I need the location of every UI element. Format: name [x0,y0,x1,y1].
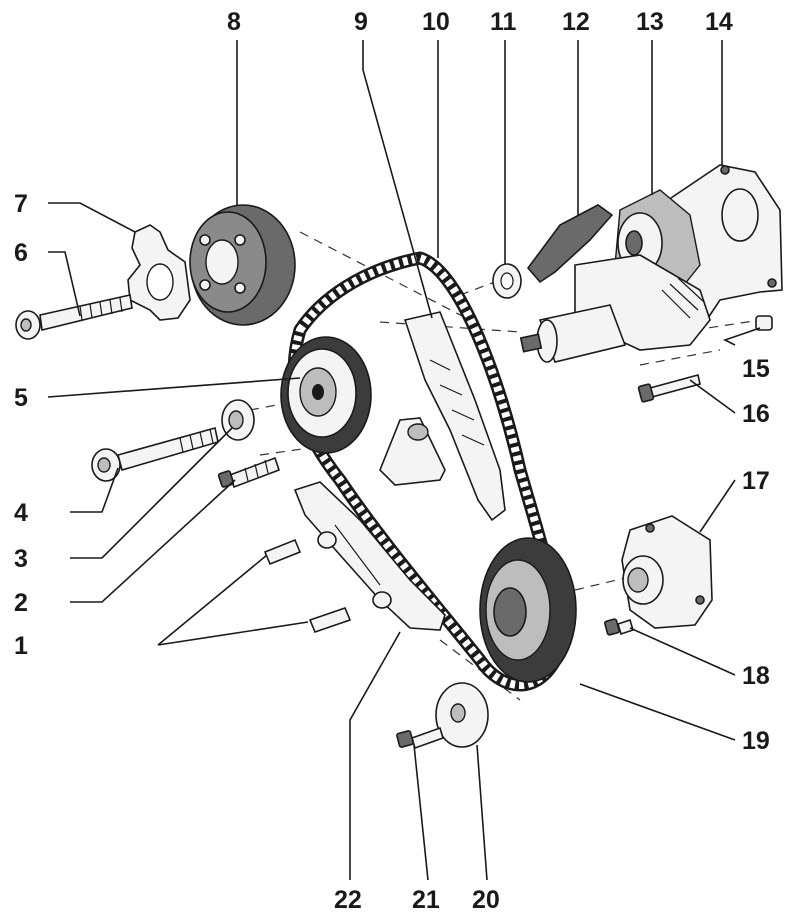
callout-1: 1 [14,632,28,660]
callout-3: 3 [14,545,28,573]
part-5-camshaft-sprocket [280,336,372,454]
callout-7: 7 [14,190,28,218]
part-20-thrust-washer [435,682,489,748]
part-19-crankshaft-sprocket [479,537,577,683]
part-2-bolt [217,456,281,489]
part-9-guide-rail [379,311,506,522]
leader-lines [47,40,761,881]
solenoid-valve [519,304,627,363]
callout-13: 13 [636,8,664,36]
callout-22: 22 [334,886,362,914]
part-6-camshaft-bolt [15,294,133,340]
callout-15: 15 [742,355,770,383]
callout-10: 10 [422,8,450,36]
callout-4: 4 [14,499,28,527]
part-16-bolt [637,374,701,403]
part-15-pin [755,315,773,331]
callout-8: 8 [227,8,241,36]
callout-11: 11 [490,8,517,36]
callout-16: 16 [742,400,770,428]
callout-2: 2 [14,589,28,617]
callout-5: 5 [14,384,28,412]
part-21-bolt [396,726,444,750]
callout-12: 12 [562,8,590,36]
part-8-camshaft-adjuster [189,204,296,326]
callout-20: 20 [472,886,500,914]
part-17-end-cover [621,515,713,629]
part-12-tensioner-shoe [526,204,614,284]
part-22-tensioner-rail [293,481,446,631]
callout-17: 17 [742,467,770,495]
callout-21: 21 [412,886,440,914]
callout-14: 14 [705,8,733,36]
part-11-washer [492,263,522,299]
callout-19: 19 [742,727,770,755]
part-7-trigger-plate [127,224,191,321]
callout-18: 18 [742,662,770,690]
callout-6: 6 [14,239,28,267]
part-18-bolt [604,618,634,636]
callout-9: 9 [354,8,368,36]
callout-labels: 1 2 3 4 5 6 7 8 9 10 11 12 13 14 15 16 1… [14,8,770,914]
part-4-bolt [91,427,219,482]
part-1-guide-pins [263,538,352,633]
